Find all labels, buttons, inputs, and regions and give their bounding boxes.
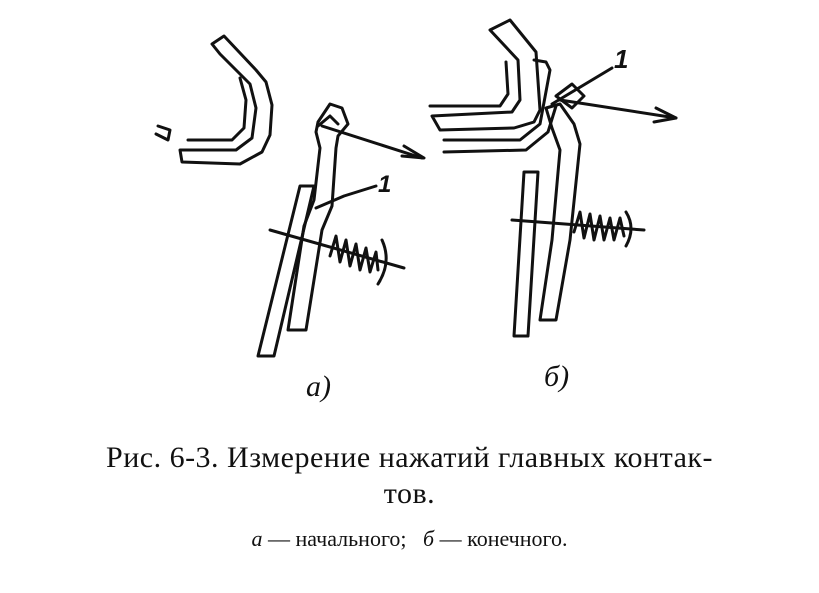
legend-a-text: — начального; [262,526,407,551]
legend-b-letter: б [423,526,435,551]
contact-diagram: 1 1 а) б) [154,18,678,403]
spring-b [572,210,626,242]
drawing-a [154,34,426,358]
legend-a-letter: а [251,526,263,551]
pull-line-b [558,98,678,120]
fixed-contact-b [430,18,542,132]
figure-drawings: 1 1 а) б) [154,18,678,403]
figure-caption: Рис. 6-3. Измерение нажатий главных конт… [0,440,819,552]
spring-a [328,234,380,274]
subfigure-label-b: б) [544,360,569,393]
subfigure-label-a: а) [306,370,331,403]
caption-line-1: Рис. 6-3. Измерение нажатий главных конт… [106,441,713,474]
caption-legend: а — начального; б — конечного. [0,526,819,552]
drawing-b [428,18,678,338]
moving-contact-b [538,102,582,322]
guide-bar-b [512,170,540,338]
callout-1-b: 1 [614,44,628,74]
fixed-contact-a [178,34,274,166]
legend-b-text: — конечного. [434,526,568,551]
callout-1-a: 1 [378,171,391,198]
caption-title: Рис. 6-3. Измерение нажатий главных конт… [0,440,819,512]
guide-bar-a [256,184,316,358]
moving-contact-a [286,102,350,332]
caption-line-2: тов. [383,477,436,510]
pull-line-a [320,124,424,160]
